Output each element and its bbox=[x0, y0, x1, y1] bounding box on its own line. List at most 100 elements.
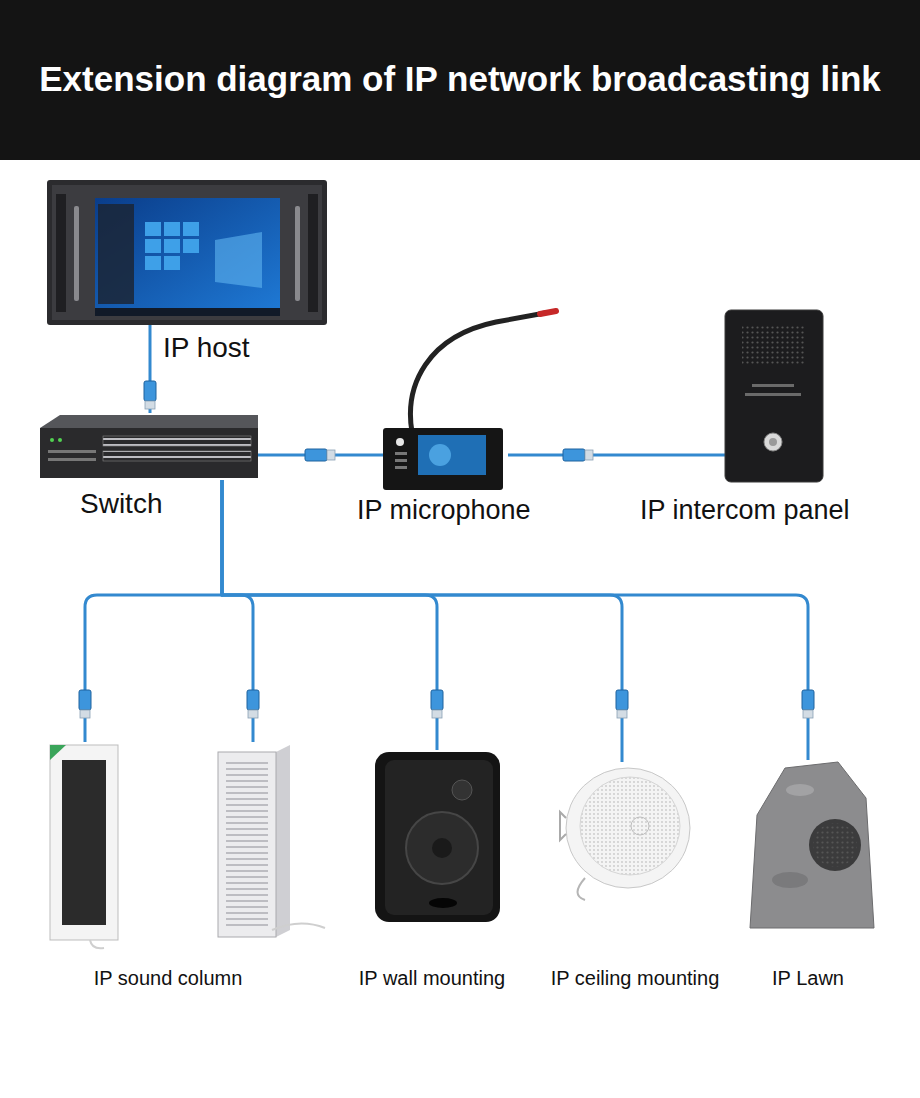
rack-ear bbox=[308, 194, 318, 312]
cable-line bbox=[222, 480, 622, 762]
network-cable bbox=[508, 449, 725, 461]
device-node: IP microphone bbox=[383, 308, 508, 492]
speaker-cabinet bbox=[375, 752, 500, 922]
rj45-tip bbox=[617, 710, 627, 718]
sound-column bbox=[50, 745, 118, 948]
taskbar bbox=[95, 308, 280, 316]
ceiling-clip bbox=[560, 812, 566, 840]
rack-handle bbox=[74, 206, 79, 301]
rj45-plug bbox=[616, 690, 628, 710]
rack-monitor bbox=[47, 180, 327, 325]
rock-texture bbox=[786, 784, 814, 796]
rack-front bbox=[52, 185, 322, 320]
device-label: Switch bbox=[80, 487, 260, 521]
rj45-tip bbox=[248, 710, 258, 718]
tweeter bbox=[452, 780, 472, 800]
mic-screen bbox=[418, 435, 486, 475]
column-grille bbox=[226, 762, 268, 927]
switch-top bbox=[40, 415, 258, 428]
rock-grille bbox=[809, 819, 861, 871]
network-cable bbox=[222, 480, 259, 742]
panel-marking bbox=[752, 384, 794, 387]
call-button-center bbox=[769, 438, 777, 446]
ceiling-center bbox=[631, 817, 649, 835]
network-cable bbox=[222, 480, 628, 762]
led-row bbox=[48, 458, 96, 461]
rj45-tip bbox=[803, 710, 813, 718]
cable-line bbox=[508, 454, 725, 457]
device-node: IP sound column bbox=[45, 742, 335, 942]
woofer bbox=[406, 812, 478, 884]
device-node: Switch bbox=[40, 413, 258, 480]
device-label: IP intercom panel bbox=[640, 494, 910, 526]
tile bbox=[183, 222, 199, 236]
device-label: IP host bbox=[163, 331, 383, 365]
rock-body bbox=[750, 762, 874, 928]
column-body bbox=[218, 752, 276, 937]
column-cable bbox=[90, 940, 104, 948]
rack-case bbox=[47, 180, 327, 325]
column-grille bbox=[62, 760, 106, 925]
column-side bbox=[276, 745, 290, 937]
cable-line bbox=[85, 480, 222, 742]
rj45-tip bbox=[585, 450, 593, 460]
windows-logo bbox=[215, 232, 262, 288]
gooseneck bbox=[411, 313, 545, 432]
rj45-plug bbox=[305, 449, 327, 461]
woofer-cap bbox=[432, 838, 452, 858]
sound-column bbox=[218, 745, 325, 937]
ceiling-rim bbox=[566, 768, 690, 888]
status-led bbox=[50, 438, 54, 442]
rj45-tip bbox=[432, 710, 442, 718]
device-label: IP wall mounting bbox=[337, 966, 527, 990]
network-switch bbox=[40, 415, 258, 478]
screen-icon bbox=[429, 444, 451, 466]
tile bbox=[145, 256, 161, 270]
ceiling-cable bbox=[578, 878, 586, 900]
rj45-plug bbox=[144, 381, 156, 401]
status-led bbox=[58, 438, 62, 442]
panel-marking bbox=[745, 393, 801, 396]
device-node: IP wall mounting bbox=[372, 750, 504, 922]
device-label: IP microphone bbox=[357, 494, 587, 526]
intercom-panel bbox=[725, 310, 823, 482]
rj45-tip bbox=[145, 401, 155, 409]
speaker-grille bbox=[742, 325, 806, 365]
tile bbox=[164, 222, 180, 236]
diagram-title: Extension diagram of IP network broadcas… bbox=[0, 58, 920, 100]
tile bbox=[145, 239, 161, 253]
column-corner bbox=[50, 745, 66, 760]
device-label: IP ceiling mounting bbox=[530, 966, 740, 990]
rj45-plug bbox=[431, 690, 443, 710]
screen bbox=[95, 198, 280, 316]
column-cable bbox=[272, 923, 325, 930]
rack-handle bbox=[295, 206, 300, 301]
lawn-speaker bbox=[750, 762, 874, 928]
network-cable bbox=[79, 480, 222, 742]
title-band: Extension diagram of IP network broadcas… bbox=[0, 0, 920, 160]
port-row bbox=[103, 436, 251, 446]
rj45-plug bbox=[563, 449, 585, 461]
ceiling-speaker bbox=[560, 768, 690, 900]
panel-body bbox=[725, 310, 823, 482]
tile bbox=[164, 239, 180, 253]
rj45-plug bbox=[247, 690, 259, 710]
device-node: IP ceiling mounting bbox=[560, 762, 695, 892]
device-label: IP Lawn bbox=[743, 966, 873, 990]
network-cable bbox=[258, 449, 383, 461]
tile bbox=[183, 239, 199, 253]
bass-port bbox=[429, 898, 457, 908]
rock-grille-holes bbox=[813, 823, 857, 867]
rj45-plug bbox=[79, 690, 91, 710]
device-label: IP sound column bbox=[58, 966, 278, 990]
switch-front bbox=[40, 428, 258, 478]
paging-microphone bbox=[383, 311, 556, 490]
wall-speaker bbox=[375, 752, 500, 922]
rj45-plug bbox=[802, 690, 814, 710]
tile bbox=[145, 222, 161, 236]
mic-key bbox=[395, 452, 407, 455]
ceiling-grille bbox=[580, 777, 680, 875]
